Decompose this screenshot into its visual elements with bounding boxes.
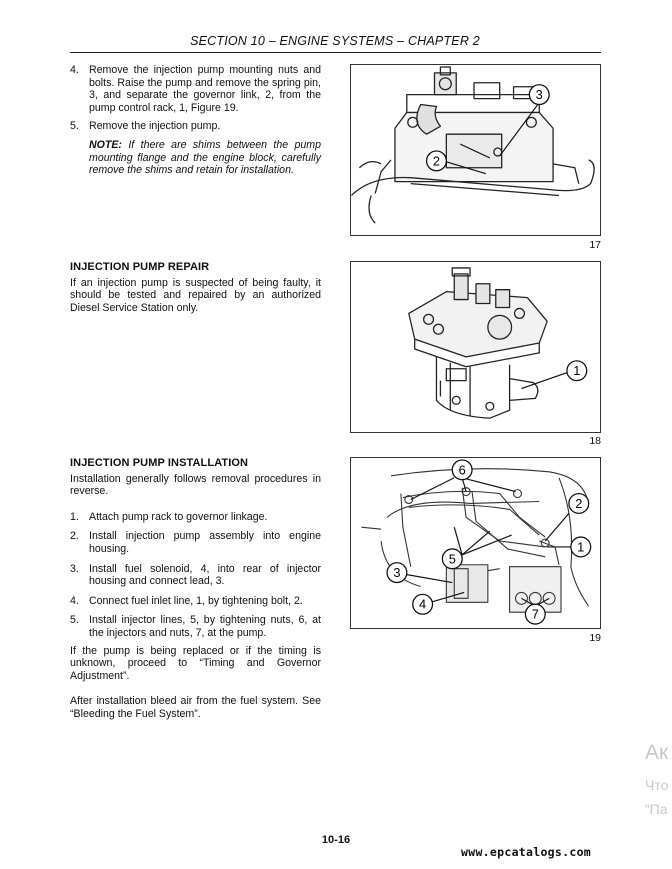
callout-3: 3 bbox=[393, 565, 400, 580]
figure-18-illustration: 1 bbox=[408, 267, 588, 419]
callout-2: 2 bbox=[575, 496, 582, 511]
bleed-note: After installation bleed air from the fu… bbox=[70, 695, 321, 720]
callout-6: 6 bbox=[459, 462, 466, 477]
removal-note: NOTE: If there are shims between the pum… bbox=[89, 138, 321, 177]
installation-intro: Installation generally follows removal p… bbox=[70, 472, 321, 498]
callout-5: 5 bbox=[449, 551, 456, 566]
page-number: 10-16 bbox=[321, 834, 351, 846]
timing-note: If the pump is being replaced or if the … bbox=[70, 644, 321, 682]
figure-17-number: 17 bbox=[589, 239, 601, 251]
install-step-3: 3. Install fuel solenoid, 4, into rear o… bbox=[70, 562, 321, 588]
callout-3: 3 bbox=[536, 87, 543, 102]
header-rule bbox=[70, 52, 601, 53]
installation-section: INJECTION PUMP INSTALLATION Installation… bbox=[70, 457, 321, 721]
install-step-1: 1. Attach pump rack to governor linkage. bbox=[70, 510, 268, 523]
figure-18: 1 bbox=[350, 261, 601, 433]
install-step-2: 2. Install injection pump assembly into … bbox=[70, 530, 321, 555]
removal-step-4: 4. Remove the injection pump mounting nu… bbox=[70, 64, 321, 114]
figure-18-callouts: 1 bbox=[521, 360, 588, 390]
figure-17: 3 2 bbox=[350, 64, 601, 236]
section-header: SECTION 10 – ENGINE SYSTEMS – CHAPTER 2 bbox=[190, 34, 480, 48]
watermark-line-1: Ак bbox=[645, 741, 669, 764]
watermark-line-3: “Па bbox=[645, 801, 668, 817]
repair-heading: INJECTION PUMP REPAIR bbox=[70, 261, 210, 273]
removal-steps: 4. Remove the injection pump mounting nu… bbox=[70, 64, 321, 177]
callout-2: 2 bbox=[433, 153, 440, 168]
footer-url[interactable]: www.epcatalogs.com bbox=[461, 845, 592, 859]
install-step-5: 5. Install injector lines, 5, by tighten… bbox=[70, 614, 321, 639]
figure-17-illustration: 3 2 bbox=[351, 66, 595, 224]
install-step-4: 4. Connect fuel inlet line, 1, by tighte… bbox=[70, 594, 303, 607]
installation-heading: INJECTION PUMP INSTALLATION bbox=[70, 457, 249, 469]
removal-step-5: 5. Remove the injection pump. bbox=[70, 120, 221, 133]
callout-7: 7 bbox=[532, 607, 539, 622]
watermark-line-2: Что bbox=[645, 777, 669, 793]
callout-1: 1 bbox=[573, 363, 580, 378]
figure-19-leaders bbox=[406, 477, 571, 607]
callout-1: 1 bbox=[577, 539, 584, 554]
callout-4: 4 bbox=[419, 597, 426, 612]
figure-19-illustration: 6 2 1 5 3 4 7 bbox=[361, 459, 592, 625]
repair-section: INJECTION PUMP REPAIR If an injection pu… bbox=[70, 261, 321, 314]
figure-19-callouts: 6 2 1 5 3 4 7 bbox=[386, 459, 592, 625]
figure-18-number: 18 bbox=[589, 435, 601, 447]
figure-17-callouts: 3 2 bbox=[425, 84, 550, 175]
figure-19: 6 2 1 5 3 4 7 bbox=[350, 457, 601, 629]
repair-text: If an injection pump is suspected of bei… bbox=[70, 276, 321, 314]
figure-19-number: 19 bbox=[589, 632, 601, 644]
